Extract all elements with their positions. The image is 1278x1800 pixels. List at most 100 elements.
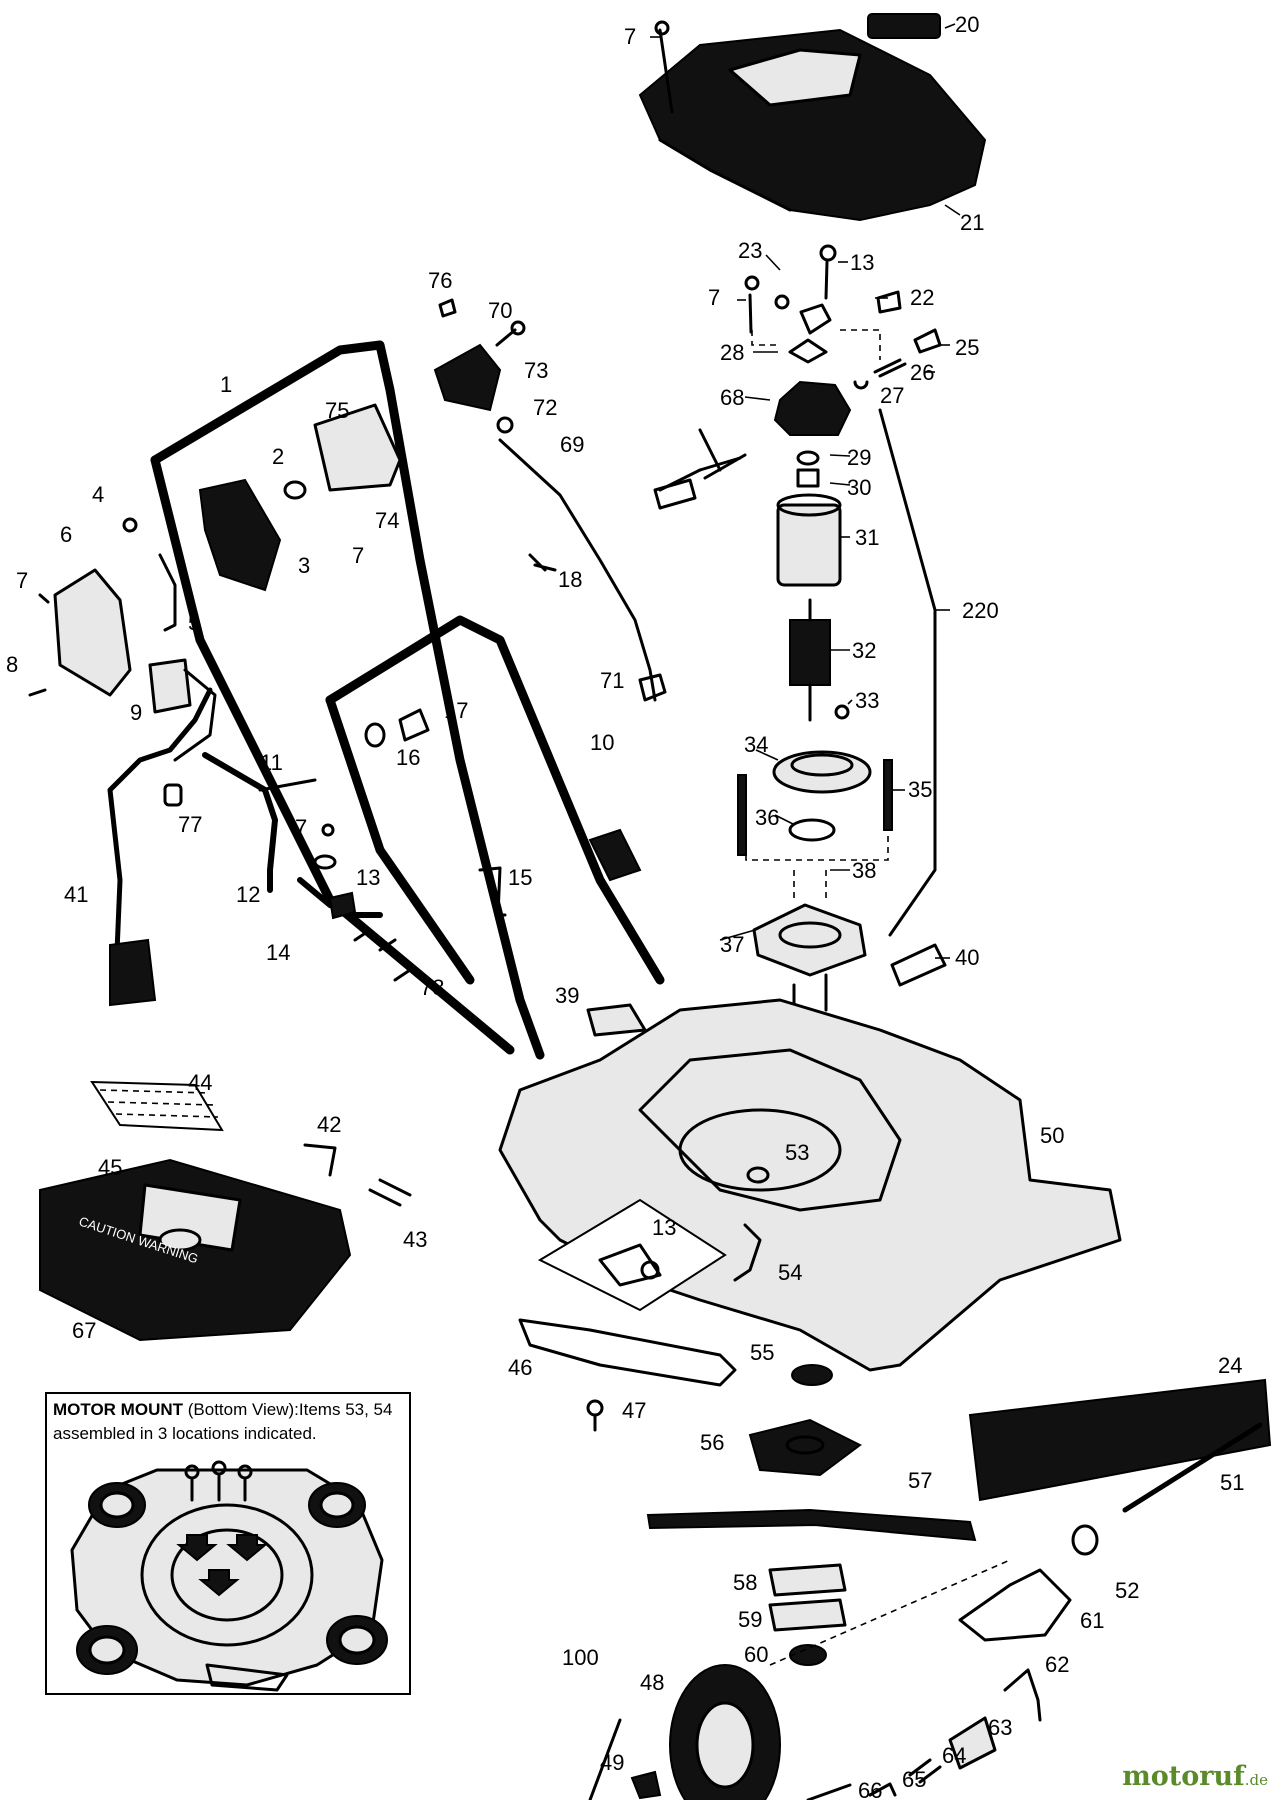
callout-24: 24 [1218, 1353, 1242, 1378]
callout-45: 45 [98, 1155, 122, 1180]
callout-29: 29 [847, 445, 871, 470]
callout-56: 56 [700, 1430, 724, 1455]
callout-15: 15 [508, 865, 532, 890]
callout-23: 23 [738, 238, 762, 263]
callout-35: 35 [908, 777, 932, 802]
cables [107, 438, 667, 1007]
rear-flap [968, 1378, 1272, 1502]
motor-mount-bottom-view [70, 1460, 388, 1692]
callout-12: 12 [236, 882, 260, 907]
callout-7: 7 [708, 285, 720, 310]
callout-50: 50 [1040, 1123, 1064, 1148]
grassbox: CAUTION WARNING [39, 1080, 412, 1342]
callout-57: 57 [908, 1468, 932, 1493]
callout-55: 55 [750, 1340, 774, 1365]
callout-28: 28 [720, 340, 744, 365]
callout-20: 20 [955, 12, 979, 37]
callout-78: 78 [420, 975, 444, 1000]
callout-31: 31 [855, 525, 879, 550]
callout-52: 52 [1115, 1578, 1139, 1603]
callout-75: 75 [325, 398, 349, 423]
brush-holder-assembly [658, 244, 942, 492]
motor-mount-inset: MOTOR MOUNT (Bottom View):Items 53, 54 a… [45, 1392, 411, 1695]
callout-1: 1 [220, 372, 232, 397]
callout-18: 18 [558, 567, 582, 592]
callout-44: 44 [188, 1070, 212, 1095]
callout-67: 67 [72, 1318, 96, 1343]
callout-16: 16 [396, 745, 420, 770]
callout-37: 37 [720, 932, 744, 957]
callout-48: 48 [640, 1670, 664, 1695]
callout-73: 73 [524, 358, 548, 383]
callout-5: 5 [188, 610, 200, 635]
callout-65: 65 [902, 1767, 926, 1792]
callout-43: 43 [403, 1227, 427, 1252]
callout-39: 39 [555, 983, 579, 1008]
callout-40: 40 [955, 945, 979, 970]
callout-74: 74 [375, 508, 399, 533]
small-hardware [313, 708, 647, 1037]
callout-30: 30 [847, 475, 871, 500]
callout-68: 68 [720, 385, 744, 410]
callout-7: 7 [16, 568, 28, 593]
callout-49: 49 [600, 1750, 624, 1775]
watermark-suffix: .de [1244, 1771, 1268, 1789]
callout-69: 69 [560, 432, 584, 457]
callout-13: 13 [356, 865, 380, 890]
callout-77: 77 [178, 812, 202, 837]
inset-caption-text: (Bottom View):Items 53, 54 assembled in … [53, 1400, 393, 1443]
callout-14: 14 [266, 940, 290, 965]
callout-22: 22 [910, 285, 934, 310]
callout-64: 64 [942, 1743, 966, 1768]
callout-62: 62 [1045, 1652, 1069, 1677]
callout-70: 70 [488, 298, 512, 323]
callout-7: 7 [624, 24, 636, 49]
callout-6: 6 [60, 522, 72, 547]
callout-7: 7 [295, 815, 307, 840]
callout-71: 71 [600, 668, 624, 693]
wheel-assembly [588, 1422, 1263, 1800]
callout-36: 36 [755, 805, 779, 830]
callout-66: 66 [858, 1778, 882, 1800]
callout-42: 42 [317, 1112, 341, 1137]
callout-61: 61 [1080, 1608, 1104, 1633]
callout-13: 13 [652, 1215, 676, 1240]
callout-7: 7 [352, 543, 364, 568]
callout-26: 26 [910, 360, 934, 385]
callout-labels: 7 20 21 23 13 7 22 28 25 26 27 68 29 30 … [6, 12, 1244, 1800]
callout-2: 2 [272, 444, 284, 469]
callout-33: 33 [855, 688, 879, 713]
blade-assembly [518, 1318, 977, 1666]
leader-lines [650, 23, 961, 959]
callout-72: 72 [533, 395, 557, 420]
callout-76: 76 [428, 268, 452, 293]
watermark-logo: motoruf.de [1122, 1761, 1268, 1792]
callout-38: 38 [852, 858, 876, 883]
callout-9: 9 [130, 700, 142, 725]
motor-hood [638, 13, 987, 222]
callout-53: 53 [785, 1140, 809, 1165]
callout-59: 59 [738, 1607, 762, 1632]
callout-11: 11 [260, 750, 283, 775]
callout-47: 47 [622, 1398, 646, 1423]
callout-58: 58 [733, 1570, 757, 1595]
callout-34: 34 [744, 732, 768, 757]
mower-deck [498, 998, 1122, 1372]
watermark-name: motoruf [1122, 1761, 1245, 1792]
callout-8: 8 [6, 652, 18, 677]
inset-caption-bold: MOTOR MOUNT [53, 1400, 184, 1419]
callout-21: 21 [960, 210, 984, 235]
motor-stack [653, 408, 947, 1022]
callout-41: 41 [64, 882, 88, 907]
callout-13: 13 [850, 250, 874, 275]
callout-32: 32 [852, 638, 876, 663]
callout-25: 25 [955, 335, 979, 360]
callout-17: 17 [444, 698, 468, 723]
callout-54: 54 [778, 1260, 802, 1285]
callout-3: 3 [298, 553, 310, 578]
callout-27: 27 [880, 383, 904, 408]
callout-51: 51 [1220, 1470, 1244, 1495]
callout-46: 46 [508, 1355, 532, 1380]
callout-60: 60 [744, 1642, 768, 1667]
callout-10: 10 [590, 730, 614, 755]
